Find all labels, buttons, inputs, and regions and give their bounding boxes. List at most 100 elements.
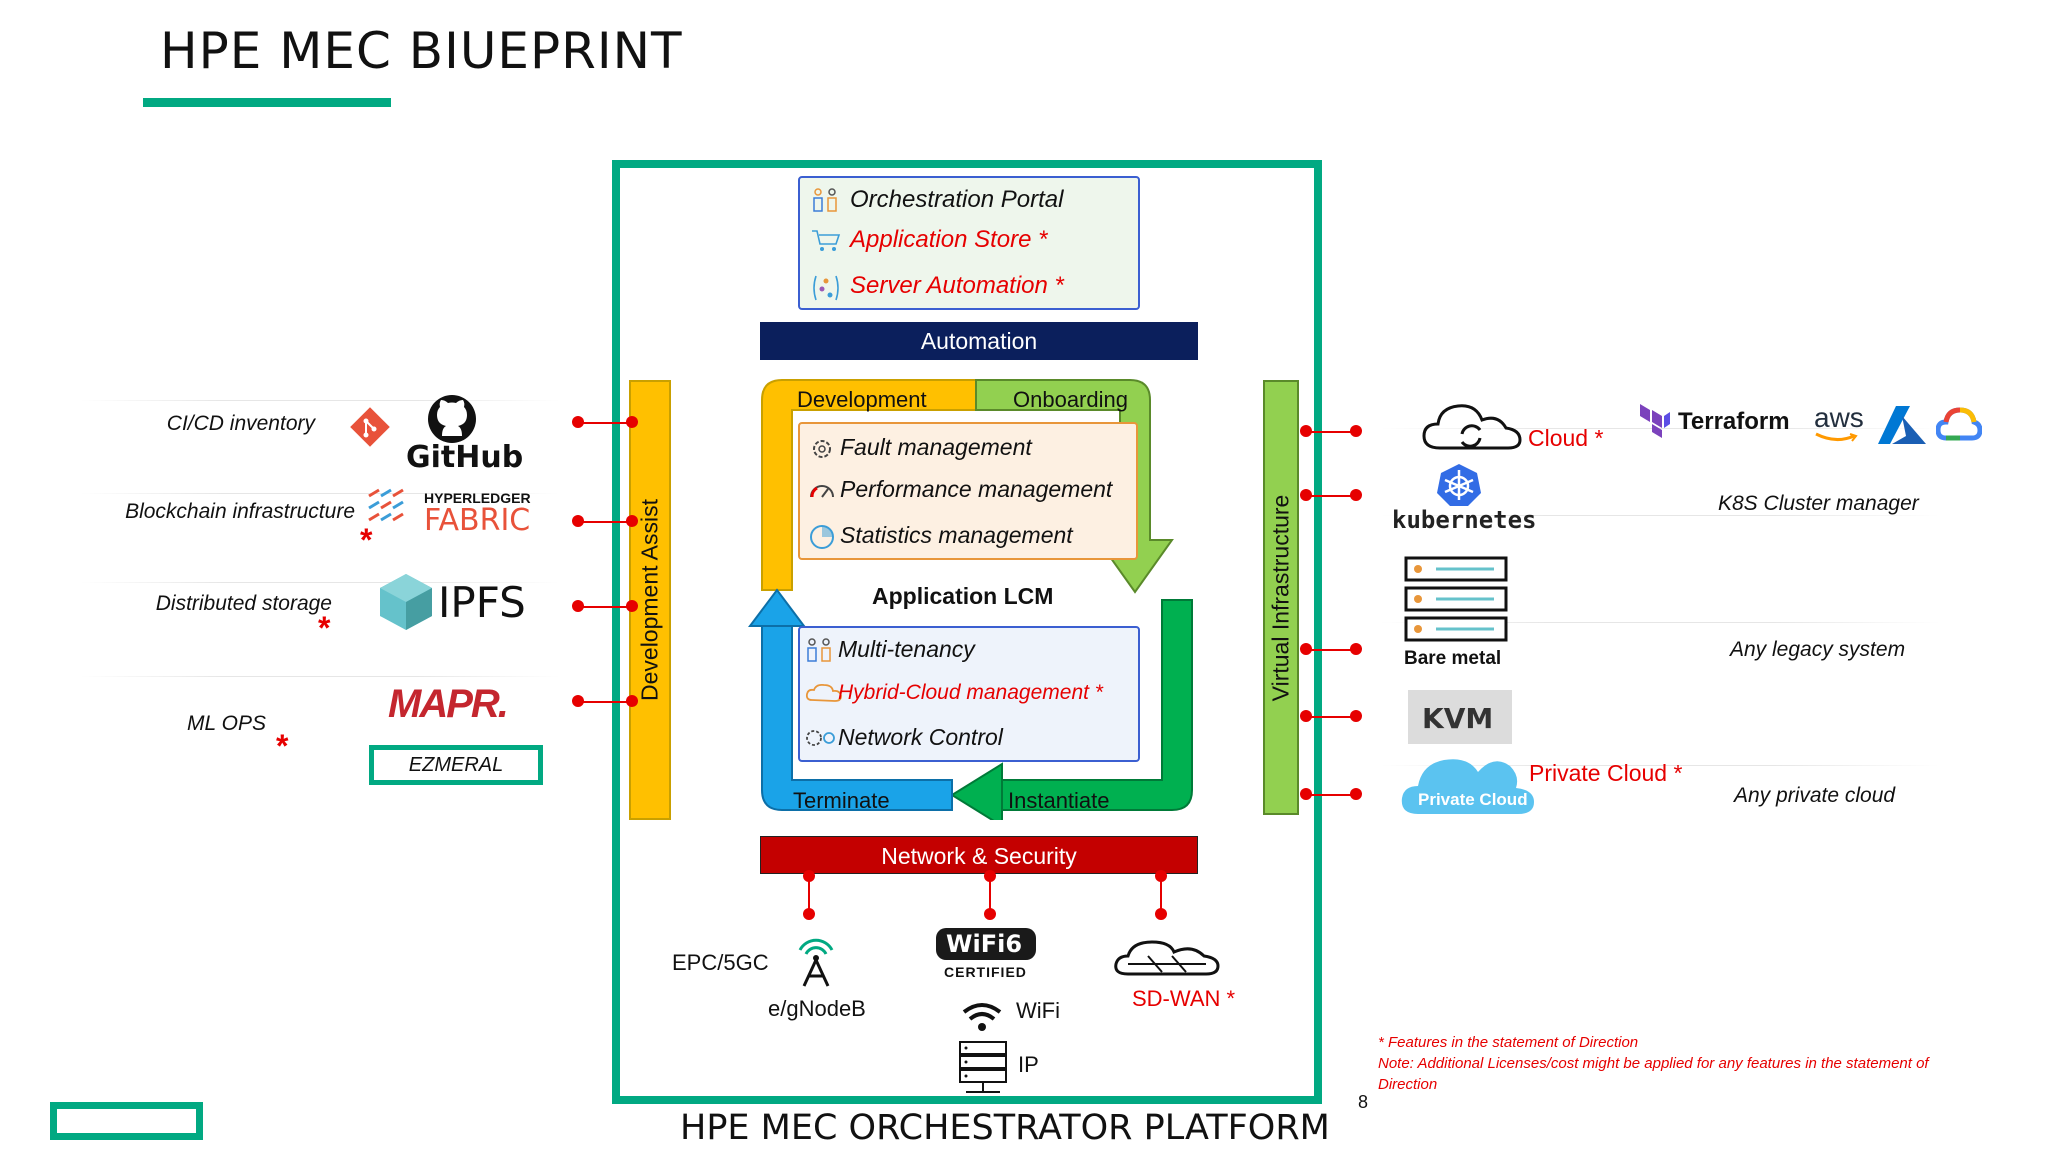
- cloud-icon: [804, 680, 842, 706]
- connector-line: [808, 874, 810, 914]
- connector-dot: [1300, 788, 1312, 800]
- connector-line: [1306, 794, 1358, 796]
- connector-dot: [803, 870, 815, 882]
- terraform-icon: [1640, 404, 1670, 438]
- ip-label: IP: [1018, 1052, 1039, 1077]
- title-underline: [143, 98, 391, 107]
- development-label: Development: [797, 387, 927, 412]
- kvm-wordmark: KVM: [1422, 702, 1494, 735]
- connector-dot: [803, 908, 815, 920]
- connector-dot: [626, 515, 638, 527]
- cloud-icon: [1422, 404, 1522, 450]
- aws-wordmark: aws: [1814, 402, 1864, 433]
- connector-line: [1306, 649, 1358, 651]
- portal-row-orchestration: Orchestration Portal: [800, 186, 1063, 214]
- github-wordmark: GitHub: [406, 440, 524, 475]
- application-lcm-title: Application LCM: [872, 583, 1054, 609]
- antenna-icon: [798, 938, 834, 987]
- orchestration-portal-label: Orchestration Portal: [850, 186, 1064, 213]
- ezmeral-logo: EZMERAL: [369, 745, 543, 785]
- azure-icon: [1878, 406, 1926, 444]
- terraform-wordmark: Terraform: [1678, 408, 1790, 435]
- page-title: HPE MEC BIUEPRINT: [160, 22, 683, 80]
- instantiate-label: Instantiate: [1008, 788, 1110, 813]
- google-cloud-icon: [1936, 407, 1982, 441]
- fault-management-label: Fault management: [840, 434, 1032, 460]
- network-control-label: Network Control: [838, 724, 1003, 750]
- multi-tenancy-row: Multi-tenancy: [804, 636, 975, 663]
- automation-bar: Automation: [760, 322, 1198, 360]
- private-cloud-label: Private Cloud *: [1529, 760, 1683, 786]
- wifi-icon: [962, 1003, 1002, 1031]
- connector-dot: [1350, 643, 1362, 655]
- storage-label: Distributed storage: [155, 592, 332, 615]
- connector-dot: [984, 908, 996, 920]
- mlops-label: ML OPS: [187, 712, 266, 735]
- connector-line: [1306, 495, 1358, 497]
- kubernetes-wordmark: kubernetes: [1392, 506, 1537, 534]
- connector-dot: [1300, 643, 1312, 655]
- connector-line: [1306, 431, 1358, 433]
- virtual-infrastructure-label: Virtual Infrastructure: [1267, 494, 1294, 701]
- connector-dot: [572, 416, 584, 428]
- statistics-management-row: Statistics management: [804, 522, 1073, 549]
- connector-dot: [626, 600, 638, 612]
- pie-chart-icon: [806, 523, 838, 549]
- legacy-label: Any legacy system: [1730, 638, 1906, 661]
- portal-row-server-automation: Server Automation *: [800, 272, 1064, 301]
- wifi-label: WiFi: [1016, 998, 1060, 1023]
- separator-line: [1380, 515, 1940, 516]
- github-icon: [428, 395, 476, 443]
- note-line-3: Direction: [1378, 1076, 1438, 1093]
- performance-management-row: Performance management: [804, 476, 1112, 503]
- connector-dot: [1300, 489, 1312, 501]
- connector-dot: [626, 695, 638, 707]
- hybrid-cloud-label: Hybrid-Cloud management *: [838, 681, 1103, 704]
- connector-dot: [1350, 489, 1362, 501]
- portal-row-appstore: Application Store *: [800, 226, 1047, 254]
- fabric-wordmark: FABRIC: [424, 503, 531, 538]
- ip-server-icon: [959, 1041, 1007, 1093]
- network-security-bar: Network & Security: [760, 836, 1198, 874]
- fault-management-row: Fault management: [804, 434, 1032, 461]
- k8s-label: K8S Cluster manager: [1718, 492, 1919, 515]
- private-cloud-wordmark: Private Cloud: [1418, 790, 1528, 809]
- wifi6-wordmark: WiFi6: [946, 930, 1023, 958]
- connector-line: [578, 422, 634, 424]
- connector-dot: [626, 416, 638, 428]
- people-icon: [810, 187, 842, 213]
- development-assist-bar: Development Assist: [629, 380, 671, 820]
- terminate-label: Terminate: [793, 788, 890, 813]
- server-automation-label: Server Automation *: [850, 272, 1064, 299]
- feature-star: *: [360, 522, 373, 558]
- virtual-infrastructure-bar: Virtual Infrastructure: [1263, 380, 1299, 815]
- network-control-row: Network Control: [804, 724, 1003, 751]
- cicd-label: CI/CD inventory: [166, 412, 315, 435]
- hybrid-cloud-row: Hybrid-Cloud management *: [804, 680, 1103, 706]
- connector-dot: [1350, 425, 1362, 437]
- connector-line: [1306, 716, 1358, 718]
- connector-dot: [1300, 710, 1312, 722]
- separator-line: [80, 676, 560, 677]
- kvm-logo: KVM: [1408, 690, 1512, 744]
- network-gears-icon: [804, 725, 836, 751]
- separator-line: [80, 582, 560, 583]
- page-number: 8: [1358, 1092, 1369, 1112]
- separator-line: [1380, 428, 1940, 429]
- connector-dot: [572, 600, 584, 612]
- statistics-management-label: Statistics management: [840, 522, 1073, 548]
- separator-line: [80, 400, 560, 401]
- any-private-cloud-label: Any private cloud: [1734, 784, 1896, 807]
- wifi-certified-label: CERTIFIED: [944, 964, 1027, 980]
- gauge-icon: [806, 477, 838, 503]
- performance-management-label: Performance management: [840, 476, 1113, 502]
- wifi6-logo: WiFi6: [936, 928, 1036, 960]
- development-assist-label: Development Assist: [636, 499, 663, 701]
- automation-icon: [810, 273, 842, 301]
- connector-dot: [1350, 710, 1362, 722]
- multi-tenancy-box: Multi-tenancy Hybrid-Cloud management * …: [798, 626, 1140, 762]
- cloud-label: Cloud *: [1528, 425, 1604, 451]
- connector-line: [578, 521, 634, 523]
- multi-tenancy-label: Multi-tenancy: [838, 636, 975, 662]
- ipfs-icon: [380, 574, 432, 630]
